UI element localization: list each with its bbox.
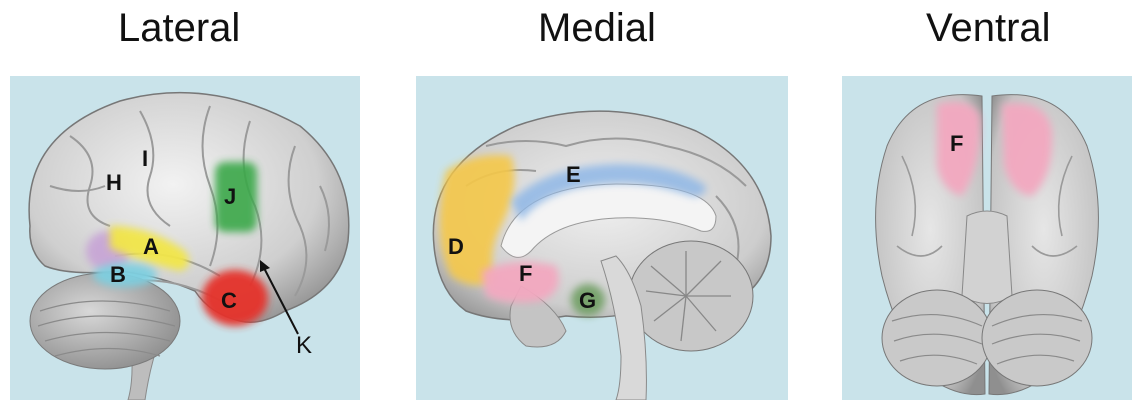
label-h: H xyxy=(106,170,122,195)
label-d: D xyxy=(448,234,464,259)
label-a: A xyxy=(143,234,159,259)
lateral-panel: H I J A B C K xyxy=(10,76,360,400)
ventral-brainstem xyxy=(962,211,1012,304)
medial-brain-diagram: E D F G xyxy=(416,76,788,400)
medial-panel: E D F G xyxy=(416,76,788,400)
title-medial: Medial xyxy=(538,6,656,51)
cerebellum xyxy=(30,273,180,369)
ventral-cerebellum-right xyxy=(982,290,1092,386)
lateral-brain-diagram: H I J A B C K xyxy=(10,76,360,400)
label-c: C xyxy=(221,288,237,313)
label-g: G xyxy=(579,288,596,313)
ventral-panel: F xyxy=(842,76,1132,400)
ventral-brain-diagram: F xyxy=(842,76,1132,400)
title-ventral: Ventral xyxy=(926,6,1051,51)
ventral-cerebellum-left xyxy=(882,290,992,386)
label-e: E xyxy=(566,162,581,187)
label-i: I xyxy=(142,146,148,171)
title-lateral: Lateral xyxy=(118,6,240,51)
label-b: B xyxy=(110,262,126,287)
label-j: J xyxy=(224,184,236,209)
label-f-medial: F xyxy=(519,261,532,286)
label-k: K xyxy=(296,332,312,359)
label-f-ventral: F xyxy=(950,131,963,156)
